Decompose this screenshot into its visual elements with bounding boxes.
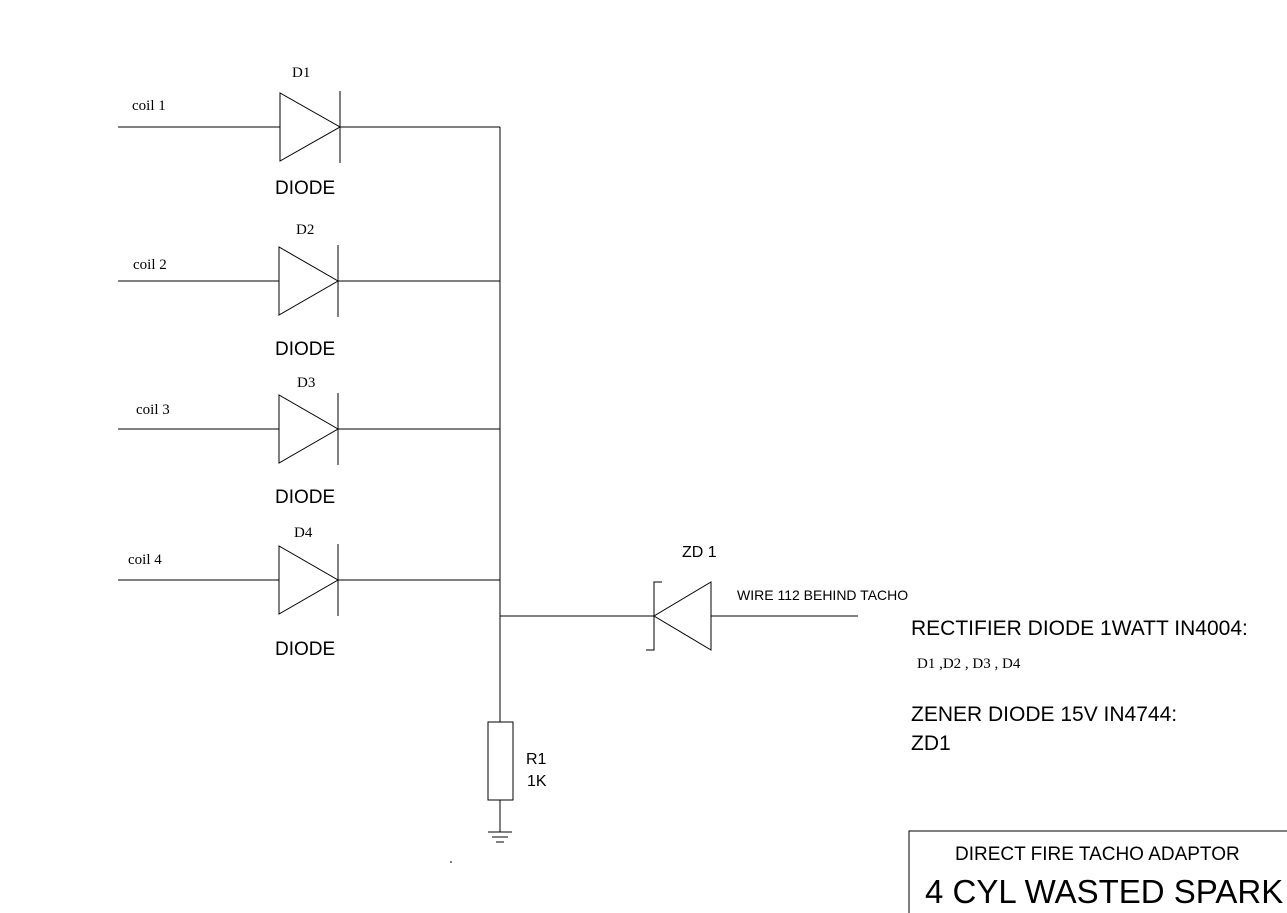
coil-2-label: coil 2 [133,257,167,273]
rectifier-heading: RECTIFIER DIODE 1WATT IN4004: [911,617,1248,640]
diode-branch-d4: coil 4 D4 DIODE [118,525,500,660]
diode-d3-type: DIODE [275,487,335,508]
resistor-r1-ref: R1 [526,751,547,768]
title-block-subtitle: DIRECT FIRE TACHO ADAPTOR [955,844,1240,865]
zener-zd1-symbol [653,581,712,651]
diode-d1-symbol [279,92,342,162]
diode-d4-type: DIODE [275,639,335,660]
coil-4-label: coil 4 [128,552,162,568]
diode-d4-ref: D4 [294,525,313,541]
parts-notes: RECTIFIER DIODE 1WATT IN4004: D1 ,D2 , D… [911,617,1248,755]
resistor-r1-symbol [487,721,514,801]
diode-d3-symbol [278,394,340,464]
tacho-wire-label: WIRE 112 BEHIND TACHO [737,587,908,603]
rectifier-parts: D1 ,D2 , D3 , D4 [917,656,1021,672]
diode-d2-symbol [278,246,340,316]
diode-d1-ref: D1 [292,65,310,81]
diode-branch-d3: coil 3 D3 DIODE [118,375,500,508]
diode-branch-d1: coil 1 D1 DIODE [118,65,500,199]
diode-d2-type: DIODE [275,339,335,360]
diode-d3-ref: D3 [297,375,315,391]
resistor-r1-value: 1K [527,773,547,790]
diode-d4-symbol [278,545,340,615]
coil-1-label: coil 1 [132,98,166,114]
coil-3-label: coil 3 [136,402,170,418]
zener-heading: ZENER DIODE 15V IN4744: [911,703,1177,726]
diode-d1-type: DIODE [275,178,335,199]
zener-parts: ZD1 [911,732,951,755]
title-block-title: 4 CYL WASTED SPARK [925,873,1283,910]
zener-zd1-cathode-bar [646,581,662,651]
zener-zd1-ref: ZD 1 [682,544,717,561]
diode-d2-ref: D2 [296,222,314,238]
title-block: DIRECT FIRE TACHO ADAPTOR 4 CYL WASTED S… [908,830,1287,913]
resistor-branch: R1 1K [487,721,547,843]
zener-branch: ZD 1 WIRE 112 BEHIND TACHO [500,544,908,651]
title-block-border [908,830,1287,913]
diode-branch-d2: coil 2 D2 DIODE [118,222,500,360]
